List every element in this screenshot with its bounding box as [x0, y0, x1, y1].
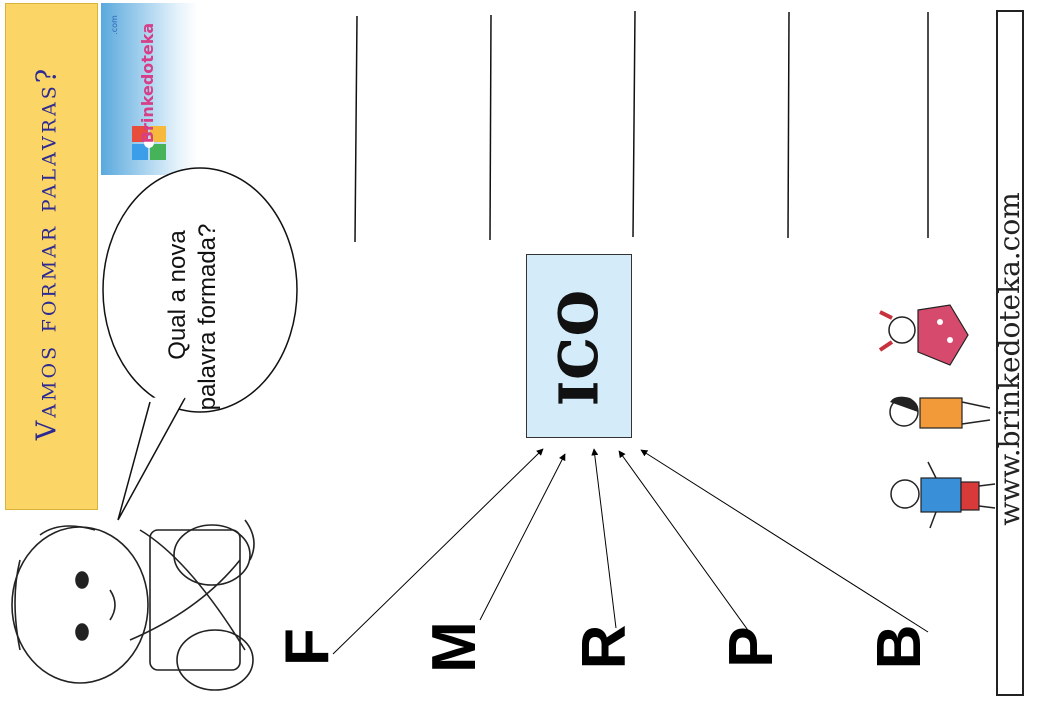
letter-f: F	[273, 628, 342, 666]
three-kids-drawing	[878, 304, 996, 529]
website-frame	[996, 10, 1024, 696]
arrow-f	[332, 448, 544, 655]
center-word: ICO	[549, 288, 611, 406]
letter-m: M	[420, 621, 489, 673]
bubble-line-2: palavra formada?	[194, 223, 221, 411]
speech-bubble	[102, 167, 298, 521]
letter-b: B	[865, 624, 934, 670]
website-url: www.brinkedoteka.com	[993, 192, 1026, 526]
letter-p: P	[717, 626, 786, 668]
bubble-line-1: Qual a nova	[164, 230, 191, 360]
center-word-box	[526, 254, 632, 438]
reading-child-drawing	[11, 519, 255, 691]
writing-line	[787, 11, 790, 239]
writing-line	[489, 14, 492, 241]
letter-r: R	[570, 624, 639, 670]
arrow-r	[591, 448, 617, 629]
writing-line	[354, 15, 358, 243]
writing-line	[632, 10, 636, 238]
puzzle-logo-icon	[132, 126, 166, 160]
arrow-m	[479, 453, 566, 621]
arrow-p	[618, 450, 756, 641]
title-banner	[5, 3, 98, 510]
arrow-b	[640, 449, 929, 633]
